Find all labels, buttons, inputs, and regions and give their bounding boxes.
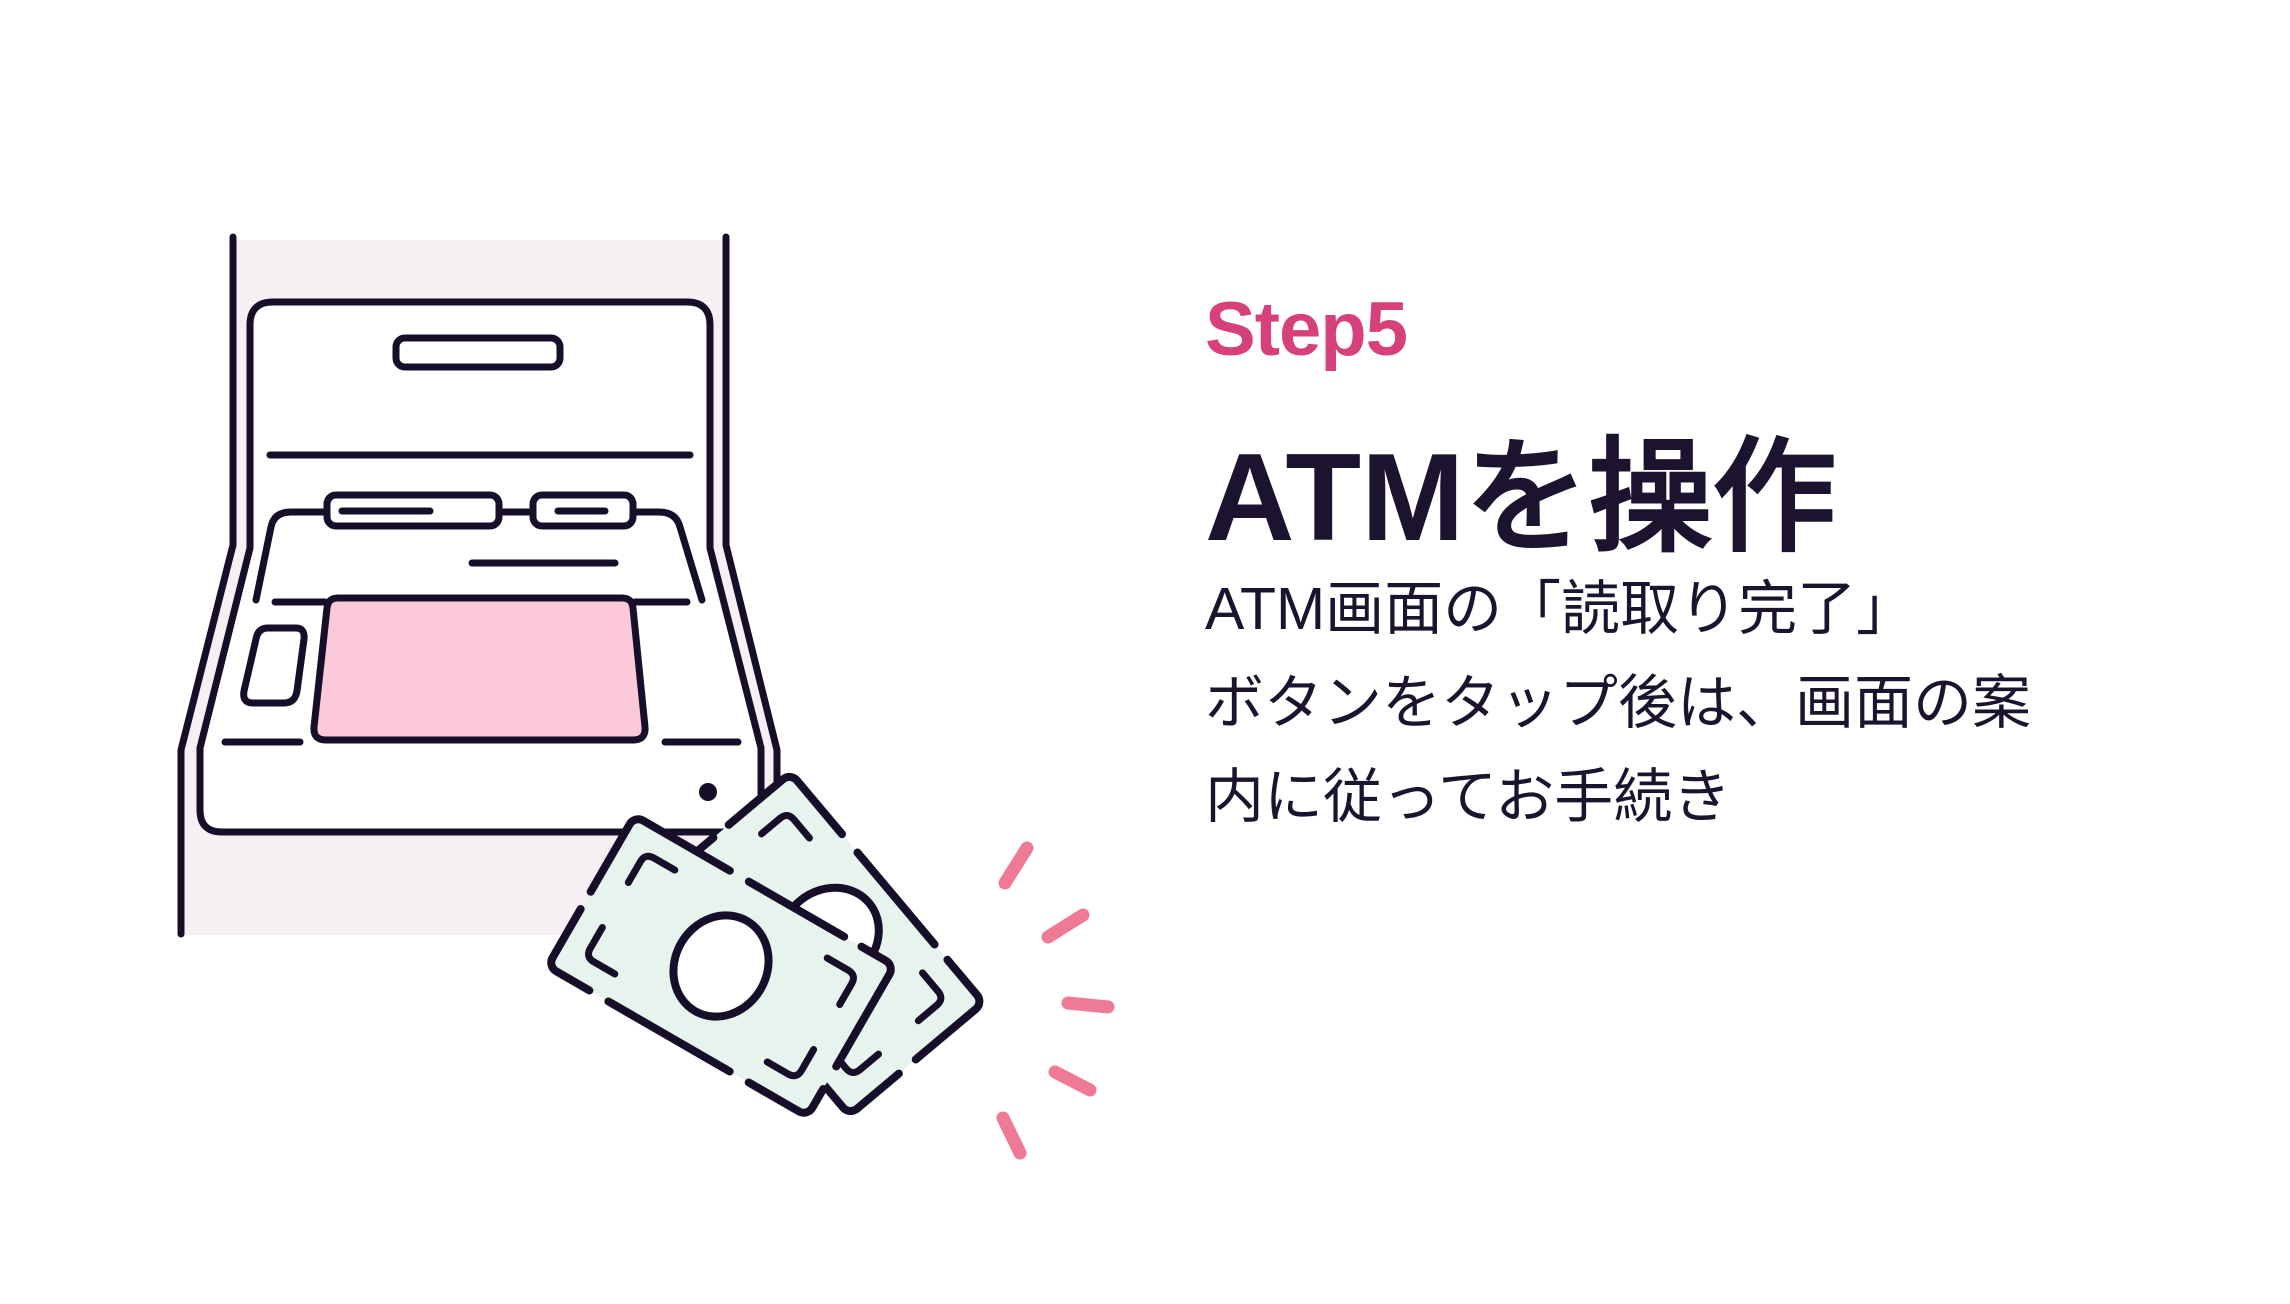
sparkle-dash [998,841,1034,890]
sparkle-dash [1048,1065,1097,1097]
step-description: ATM画面の「読取り完了」 ボタンをタップ後は、画面の案 内に従ってお手続き [1205,562,2031,844]
card-reader-slot [240,624,308,707]
two-banknotes [547,772,984,1117]
description-line: ATM画面の「読取り完了」 [1205,576,1916,642]
page-title: ATMを操作 [1205,429,1837,567]
atm-front-panel [203,302,761,832]
atm-illustration [177,233,1115,1160]
description-line: ボタンをタップ後は、画面の案 [1205,670,2032,736]
banknote-front-oval [669,911,773,1021]
step-label: Step5 [1205,287,1408,372]
sparkle-dash [996,1111,1027,1160]
description-line: 内に従ってお手続き [1205,764,1732,830]
indicator-dot [699,783,717,801]
banknote-front [547,815,895,1117]
sparkle-dash [1041,908,1090,944]
sparkle-dashes [996,841,1115,1160]
receipt-slot [392,334,564,371]
sparkle-dash [1061,996,1115,1014]
pink-touch-screen [310,594,649,744]
atm-outer-edge-left [177,233,237,938]
atm-machine [177,233,781,938]
atm-panel-border [246,298,714,552]
panel-button-small [529,491,637,530]
panel-button-wide [323,491,503,530]
